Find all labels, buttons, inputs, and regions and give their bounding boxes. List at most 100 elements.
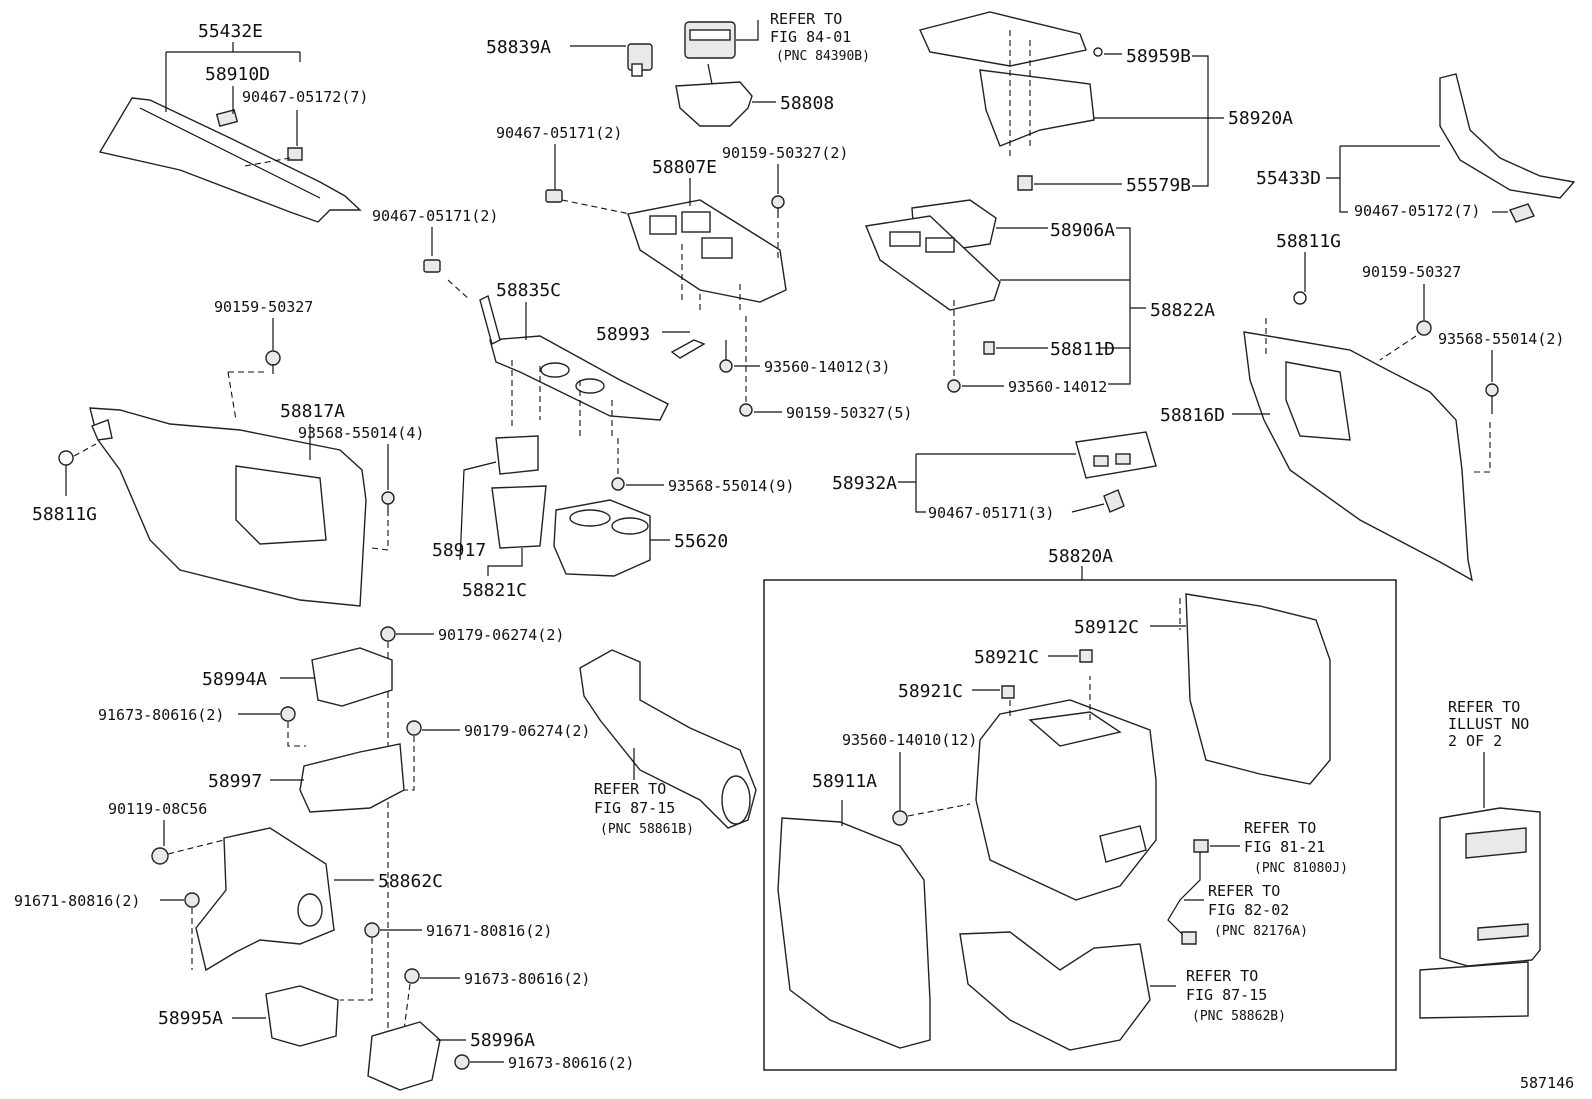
- ref-fig-84-01: REFER TO FIG 84-01 (PNC 84390B): [770, 10, 870, 64]
- part-58912C-panel: 58912C: [1074, 593, 1331, 785]
- part-58911A-panel: 58911A: [777, 771, 931, 1049]
- ref-87-15-b-line3: (PNC 58862B): [1192, 1009, 1286, 1024]
- label-93568-55014-2: 93568-55014(2): [1438, 330, 1564, 348]
- ref-illust-line2: ILLUST NO: [1448, 715, 1529, 733]
- part-console-lid: [919, 11, 1095, 160]
- label-93560-14010-12: 93560-14010(12): [842, 731, 977, 749]
- label-91671-80816-2-a: 91671-80816(2): [14, 892, 140, 910]
- part-air-duct: [579, 649, 757, 829]
- label-90119-08C56: 90119-08C56: [108, 800, 207, 818]
- label-58921C-a: 58921C: [974, 647, 1039, 668]
- callout-91671-80816-2-b: 91671-80816(2): [340, 922, 552, 1001]
- label-58839A: 58839A: [486, 37, 551, 58]
- part-58917-box: 58917 58821C: [432, 435, 547, 601]
- callout-58921C-a: 58921C: [974, 647, 1093, 668]
- label-58932A: 58932A: [832, 473, 897, 494]
- callout-91673-80616-2-a: 91673-80616(2): [98, 706, 306, 747]
- ref-81-21-line3: (PNC 81080J): [1254, 861, 1348, 876]
- part-rear-vent-assembly: [1419, 807, 1541, 1019]
- label-90179-06274-2-b: 90179-06274(2): [464, 722, 590, 740]
- label-55433D: 55433D: [1256, 168, 1321, 189]
- label-93560-14012-3: 93560-14012(3): [764, 358, 890, 376]
- part-58862C-bracket: 58862C: [195, 827, 443, 972]
- label-58920A: 58920A: [1228, 108, 1293, 129]
- part-55620-cup-holder: 55620: [553, 499, 728, 577]
- callout-93560-14010-12: 93560-14010(12): [842, 731, 977, 826]
- ref-fig-81-21: REFER TO FIG 81-21 (PNC 81080J): [1244, 819, 1348, 876]
- callout-58959B: 58959B: [1093, 46, 1224, 187]
- part-console-box-body: [975, 676, 1157, 901]
- callout-91673-80616-2-b: 91673-80616(2): [403, 968, 590, 1031]
- label-58921C-b: 58921C: [898, 681, 963, 702]
- part-58822A-armrest-base: 58906A 58822A 58811D 93560-14012: [865, 199, 1215, 396]
- part-58817A-side-panel: 58817A: [89, 401, 367, 607]
- ref-fig-87-15-upper: REFER TO FIG 87-15 (PNC 58861B): [594, 780, 694, 837]
- callout-93568-55014-9: 93568-55014(9): [611, 438, 794, 495]
- callout-90179-06274-2-a: 90179-06274(2): [380, 626, 564, 1060]
- callout-93560-14012-3: 93560-14012(3): [719, 340, 890, 376]
- ref-fig-82-02: REFER TO FIG 82-02 (PNC 82176A): [1208, 882, 1308, 939]
- part-58996A-bracket: 58996A: [367, 1021, 535, 1091]
- label-58911A: 58911A: [812, 771, 877, 792]
- label-90179-06274-2-a: 90179-06274(2): [438, 626, 564, 644]
- label-58906A: 58906A: [1050, 220, 1115, 241]
- ref-87-15-b-line1: REFER TO: [1186, 967, 1258, 985]
- part-58816D-side-panel: [1243, 318, 1491, 582]
- label-58917: 58917: [432, 540, 486, 561]
- part-switch-assembly-ref: [684, 20, 759, 59]
- callout-58921C-b: 58921C: [898, 681, 1015, 702]
- label-55620: 55620: [674, 531, 728, 552]
- label-58817A: 58817A: [280, 401, 345, 422]
- ref-84-01-line3: (PNC 84390B): [776, 49, 870, 64]
- label-58835C: 58835C: [496, 280, 561, 301]
- ref-87-15-b-line2: FIG 87-15: [1186, 986, 1267, 1004]
- label-90467-05171-2-lower: 90467-05171(2): [372, 207, 498, 225]
- callout-91671-80816-2-a: 91671-80816(2): [14, 892, 200, 970]
- label-90159-50327-5: 90159-50327(5): [786, 404, 912, 422]
- label-58811D: 58811D: [1050, 339, 1115, 360]
- label-58862C: 58862C: [378, 871, 443, 892]
- part-58807E-bracket: 58807E: [627, 157, 787, 310]
- label-58822A: 58822A: [1150, 300, 1215, 321]
- label-58821C: 58821C: [462, 580, 527, 601]
- label-90467-05171-2-upper: 90467-05171(2): [496, 124, 622, 142]
- callout-90467-05171-2-lower: 90467-05171(2): [372, 207, 498, 273]
- ref-87-15-a-line1: REFER TO: [594, 780, 666, 798]
- label-58816D: 58816D: [1160, 405, 1225, 426]
- callout-58993: 58993: [596, 324, 706, 359]
- ref-82-02-line3: (PNC 82176A): [1214, 924, 1308, 939]
- label-90159-50327-2: 90159-50327(2): [722, 144, 848, 162]
- label-58993: 58993: [596, 324, 650, 345]
- part-lower-duct: [959, 931, 1176, 1051]
- callout-90467-05171-2-upper: 90467-05171(2): [496, 124, 631, 215]
- ref-81-21-line1: REFER TO: [1244, 819, 1316, 837]
- ref-82-02-line2: FIG 82-02: [1208, 901, 1289, 919]
- part-58997-bracket: 58997: [208, 743, 405, 813]
- label-58959B: 58959B: [1126, 46, 1191, 67]
- part-58994A-bracket: 58994A: [202, 647, 393, 707]
- label-90159-50327-right: 90159-50327: [1362, 263, 1461, 281]
- callout-93568-55014-4: 93568-55014(4): [298, 424, 424, 551]
- callout-91673-80616-2-c: 91673-80616(2): [454, 1054, 634, 1072]
- callout-58811G-right: 58811G: [1276, 231, 1341, 305]
- ref-87-15-a-line3: (PNC 58861B): [600, 822, 694, 837]
- label-91671-80816-2-b: 91671-80816(2): [426, 922, 552, 940]
- callout-90159-50327-right: 90159-50327: [1362, 263, 1461, 361]
- label-90159-50327-left: 90159-50327: [214, 298, 313, 316]
- label-55432E: 55432E: [198, 21, 263, 42]
- ref-84-01-line1: REFER TO: [770, 10, 842, 28]
- callout-90179-06274-2-b: 90179-06274(2): [392, 720, 590, 791]
- callout-58920A: 58920A: [1094, 108, 1293, 129]
- figure-id: 587146: [1520, 1074, 1574, 1092]
- label-90467-05172-7-right: 90467-05172(7): [1354, 202, 1480, 220]
- label-93568-55014-9: 93568-55014(9): [668, 477, 794, 495]
- label-58811G-left: 58811G: [32, 504, 97, 525]
- label-55579B: 55579B: [1126, 175, 1191, 196]
- part-harness-connector: [1167, 839, 1240, 945]
- callout-58816D: 58816D: [1160, 405, 1270, 426]
- part-55432E-trim-panel: [98, 97, 362, 223]
- callout-90159-50327-left: 90159-50327: [214, 298, 313, 421]
- label-58912C: 58912C: [1074, 617, 1139, 638]
